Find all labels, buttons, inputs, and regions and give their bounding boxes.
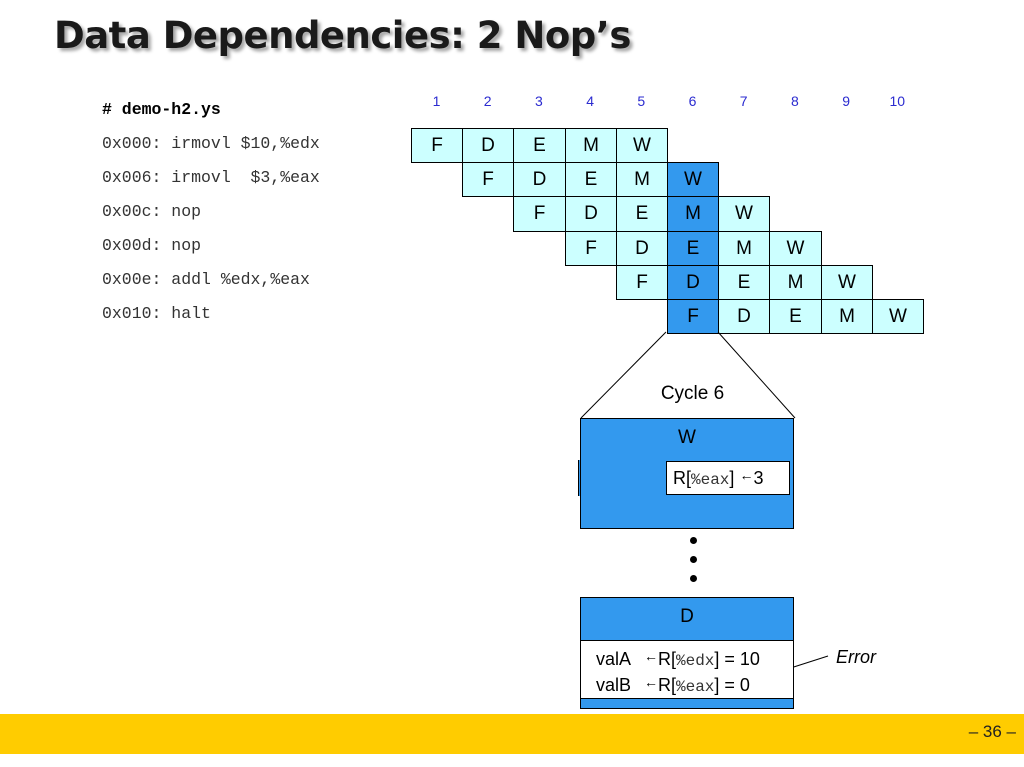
d-operand-fields: valA ←R[%edx] = 10 valB ←R[%eax] = 0 <box>581 640 793 699</box>
w-reg-value: 3 <box>753 468 764 488</box>
pipeline-stage-cell: F <box>565 231 617 266</box>
w-reg-prefix: R[ <box>673 468 691 488</box>
cycle-number: 9 <box>842 93 850 109</box>
valb-prefix: R[ <box>658 675 676 695</box>
code-line: 0x006: irmovl $3,%eax <box>102 168 320 187</box>
pipeline-stage-cell: E <box>769 299 822 334</box>
code-line: 0x00e: addl %edx,%eax <box>102 270 310 289</box>
w-writeback-field: R[%eax] ←3 <box>666 461 790 495</box>
pipeline-stage-cell: M <box>769 265 822 300</box>
vala-prefix: R[ <box>658 649 676 669</box>
cycle-number: 6 <box>688 93 697 109</box>
pipeline-stage-cell: F <box>667 299 719 334</box>
pipeline-stage-cell: F <box>411 128 463 163</box>
error-label: Error <box>836 647 876 667</box>
pipeline-stage-cell: W <box>821 265 873 300</box>
pipeline-stage-cell: E <box>513 128 566 163</box>
cycle-number: 3 <box>534 93 543 109</box>
vala-label: valA <box>596 649 632 669</box>
code-line: 0x00d: nop <box>102 236 202 255</box>
pipeline-stage-cell: E <box>718 265 770 300</box>
cycle-number: 5 <box>637 93 646 109</box>
pipeline-stage-cell: E <box>667 231 719 266</box>
pipeline-stage-cell: D <box>513 162 566 197</box>
slide-title: Data Dependencies: 2 Nop’s <box>54 14 631 57</box>
w-reg-name: %eax <box>691 471 730 489</box>
vala-suffix: ] = 10 <box>714 649 760 669</box>
left-arrow-icon: ← <box>644 648 658 664</box>
pipeline-stage-cell: M <box>565 128 617 163</box>
pipeline-stage-cell: M <box>821 299 873 334</box>
ellipsis-dot <box>690 556 697 563</box>
ellipsis-dot <box>690 575 697 582</box>
code-line: 0x010: halt <box>102 304 211 323</box>
w-reg-suffix: ] <box>729 468 735 488</box>
pipeline-stage-cell: W <box>667 162 719 197</box>
page-number: – 36 – <box>968 722 1016 741</box>
zoom-line-left <box>580 331 667 419</box>
ellipsis-dot <box>690 537 697 544</box>
cycle-number: 2 <box>483 93 492 109</box>
cycle-number: 1 <box>432 93 441 109</box>
left-arrow-icon: ← <box>739 467 754 483</box>
w-stage-title: W <box>678 427 696 448</box>
cycle-label: Cycle 6 <box>660 383 725 404</box>
valb-reg: %eax <box>676 678 715 696</box>
pipeline-stage-cell: F <box>616 265 668 300</box>
vala-line: valA ←R[%edx] = 10 <box>596 647 793 673</box>
w-stage-register: W R[%eax] ←3 <box>580 418 794 529</box>
zoom-line-right <box>717 331 796 419</box>
valb-label: valB <box>596 675 632 695</box>
valb-suffix: ] = 0 <box>714 675 750 695</box>
left-arrow-icon: ← <box>644 674 658 690</box>
cycle-number: 4 <box>586 93 594 109</box>
assembly-listing: # demo-h2.ys 0x000: irmovl $10,%edx 0x00… <box>102 99 320 337</box>
vala-reg: %edx <box>676 652 715 670</box>
pipeline-stage-cell: D <box>667 265 719 300</box>
pipeline-stage-cell: D <box>462 128 514 163</box>
pipeline-stage-cell: W <box>872 299 924 334</box>
cycle-number: 8 <box>790 93 799 109</box>
code-line: 0x00c: nop <box>102 202 202 221</box>
footer-bar: – 36 – <box>0 714 1024 754</box>
pipeline-stage-cell: F <box>462 162 514 197</box>
d-stage-register: D valA ←R[%edx] = 10 valB ←R[%eax] = 0 <box>580 597 794 709</box>
cycle-number: 7 <box>739 93 748 109</box>
pipeline-stage-cell: D <box>718 299 770 334</box>
d-stage-title: D <box>680 606 694 627</box>
code-line: 0x000: irmovl $10,%edx <box>102 134 320 153</box>
cycle-number: 10 <box>889 93 906 109</box>
valb-line: valB ←R[%eax] = 0 <box>596 673 793 699</box>
code-line: # demo-h2.ys <box>102 100 221 119</box>
pipeline-stage-cell: E <box>616 196 668 232</box>
